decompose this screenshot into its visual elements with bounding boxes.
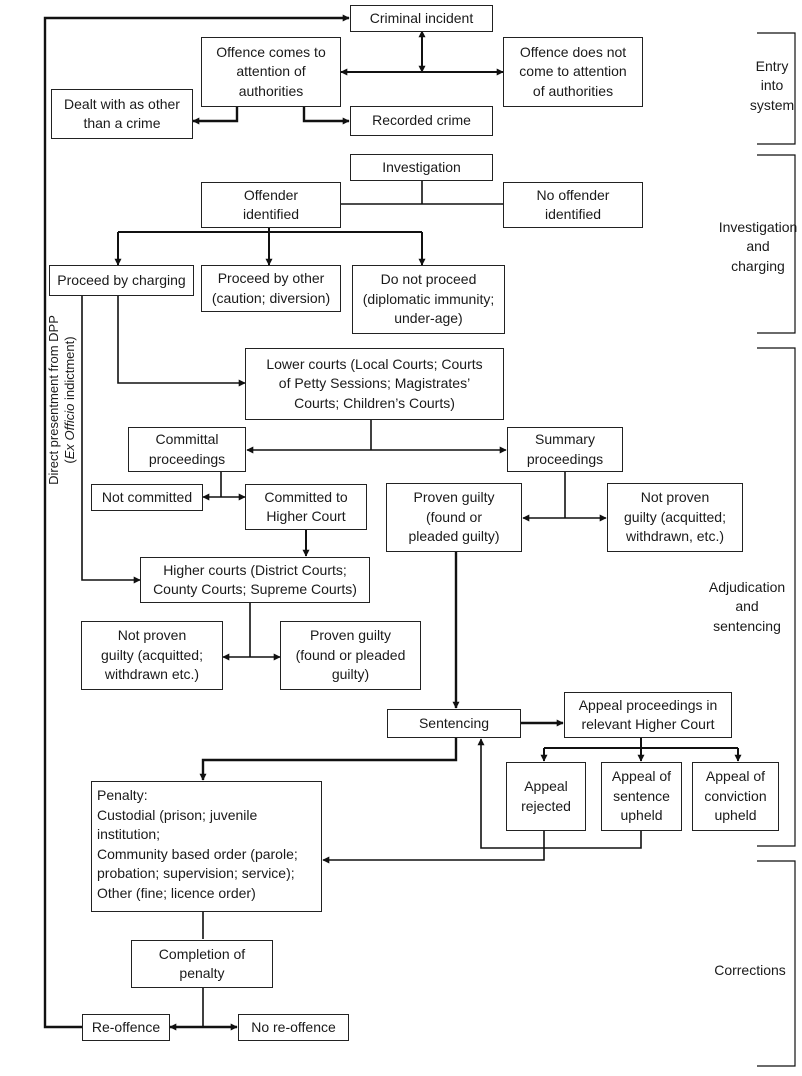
node-offence-comes-to-attention: Offence comes to attention of authoritie… xyxy=(201,37,341,107)
connector-to-recorded-crime xyxy=(302,107,350,125)
node-committed-to-higher-court: Committed to Higher Court xyxy=(245,484,367,530)
node-investigation: Investigation xyxy=(350,154,493,181)
node-offence-not-attention: Offence does not come to attention of au… xyxy=(503,37,643,107)
ex-officio-text: Ex Officio xyxy=(62,403,77,460)
direct-presentment-label: Direct presentment from DPP (Ex Officio … xyxy=(46,315,78,485)
direct-presentment-line1: Direct presentment from DPP xyxy=(46,315,61,485)
node-not-committed: Not committed xyxy=(91,484,203,511)
bracket-entry xyxy=(757,32,796,145)
node-completion-of-penalty: Completion of penalty xyxy=(131,940,273,988)
node-criminal-incident: Criminal incident xyxy=(350,5,493,32)
connector-rejected-to-penalty xyxy=(322,831,545,864)
node-appeal-conviction-upheld: Appeal of conviction upheld xyxy=(692,762,779,831)
node-recorded-crime: Recorded crime xyxy=(350,106,493,136)
stage-investigation-and-charging: Investigation and charging xyxy=(718,218,798,274)
node-no-re-offence: No re-offence xyxy=(238,1014,349,1041)
node-summary-proceedings: Summary proceedings xyxy=(507,427,623,472)
connector-sentence-feedback xyxy=(477,738,642,849)
node-proceed-by-charging: Proceed by charging xyxy=(49,265,194,296)
connector-investigation-split xyxy=(341,180,503,205)
bracket-corrections xyxy=(757,860,796,1067)
node-do-not-proceed: Do not proceed (diplomatic immunity; und… xyxy=(352,265,505,334)
stage-corrections: Corrections xyxy=(714,962,786,979)
indictment-text: indictment) xyxy=(62,336,77,404)
node-penalty: Penalty: Custodial (prison; juvenile ins… xyxy=(91,781,322,912)
connector-to-dealt-with xyxy=(192,107,239,125)
stage-adjudication-and-sentencing: Adjudication and sentencing xyxy=(708,578,786,634)
connector-to-lower-courts xyxy=(117,296,246,387)
connector-appeal-split xyxy=(544,738,738,749)
node-lower-courts: Lower courts (Local Courts; Courts of Pe… xyxy=(245,348,504,420)
node-not-proven-higher: Not proven guilty (acquitted; withdrawn … xyxy=(81,621,223,690)
node-committal-proceedings: Committal proceedings xyxy=(128,427,246,472)
direct-presentment-line2: (Ex Officio indictment) xyxy=(62,336,77,464)
node-sentencing: Sentencing xyxy=(387,709,521,738)
node-dealt-with-other: Dealt with as other than a crime xyxy=(51,89,193,139)
node-appeal-sentence-upheld: Appeal of sentence upheld xyxy=(601,762,682,831)
node-no-offender-identified: No offender identified xyxy=(503,182,643,228)
node-proceed-by-other: Proceed by other (caution; diversion) xyxy=(201,265,341,312)
node-offender-identified: Offender identified xyxy=(201,182,341,228)
stage-entry-into-system: Entry into system xyxy=(749,57,795,113)
reoffence-loop-line xyxy=(43,14,350,1029)
node-proven-guilty-lower: Proven guilty (found or pleaded guilty) xyxy=(386,483,522,552)
bracket-adjudication xyxy=(757,347,796,847)
node-proven-guilty-higher: Proven guilty (found or pleaded guilty) xyxy=(280,621,421,690)
node-appeal-rejected: Appeal rejected xyxy=(506,762,586,831)
connector-to-penalty xyxy=(199,738,458,781)
connector-direct-presentment xyxy=(81,296,141,584)
bracket-investigation xyxy=(757,154,796,334)
node-higher-courts: Higher courts (District Courts; County C… xyxy=(140,557,370,603)
node-not-proven-lower: Not proven guilty (acquitted; withdrawn,… xyxy=(607,483,743,552)
node-re-offence: Re-offence xyxy=(82,1014,170,1041)
node-appeal-proceedings: Appeal proceedings in relevant Higher Co… xyxy=(564,692,732,738)
